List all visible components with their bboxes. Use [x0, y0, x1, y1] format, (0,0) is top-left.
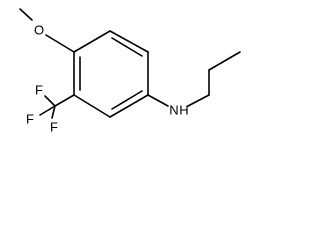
ring-bond-bottom-right [109, 94, 149, 118]
molecule-structure-diagram: O F F F N H [19, 8, 241, 134]
bond-cf3-f-left [39, 105, 56, 116]
propylamino-group: N H [147, 51, 241, 117]
bond-c2-c3 [208, 51, 241, 71]
ring-bond-top-right [109, 30, 149, 53]
nitrogen-atom-label: N [169, 102, 178, 117]
bond-cf3-f-bottom [51, 105, 56, 119]
trifluoromethyl-group: F F F [26, 82, 75, 134]
ring-bond-top-right-inner [111, 37, 143, 57]
fluorine-atom-label-top: F [35, 82, 43, 97]
bond-cf3-f-top [44, 95, 56, 107]
hydrogen-atom-label: H [179, 102, 188, 117]
bond-nitrogen-c1 [187, 94, 210, 107]
fluorine-atom-label-bottom: F [50, 119, 58, 134]
bond-ring-oxygen [45, 34, 75, 53]
oxygen-atom-label: O [34, 22, 44, 37]
bond-ring-cf3 [54, 94, 75, 107]
benzene-ring [73, 30, 149, 118]
bond-ring-nitrogen [147, 94, 169, 107]
fluorine-atom-label-left: F [26, 111, 34, 126]
ring-bond-bottom-left [73, 94, 111, 118]
methoxy-group: O [19, 8, 75, 53]
ring-bond-top-left [73, 30, 111, 53]
bond-oxygen-methyl [19, 8, 33, 21]
ring-bond-bottom-right-inner [111, 90, 143, 110]
